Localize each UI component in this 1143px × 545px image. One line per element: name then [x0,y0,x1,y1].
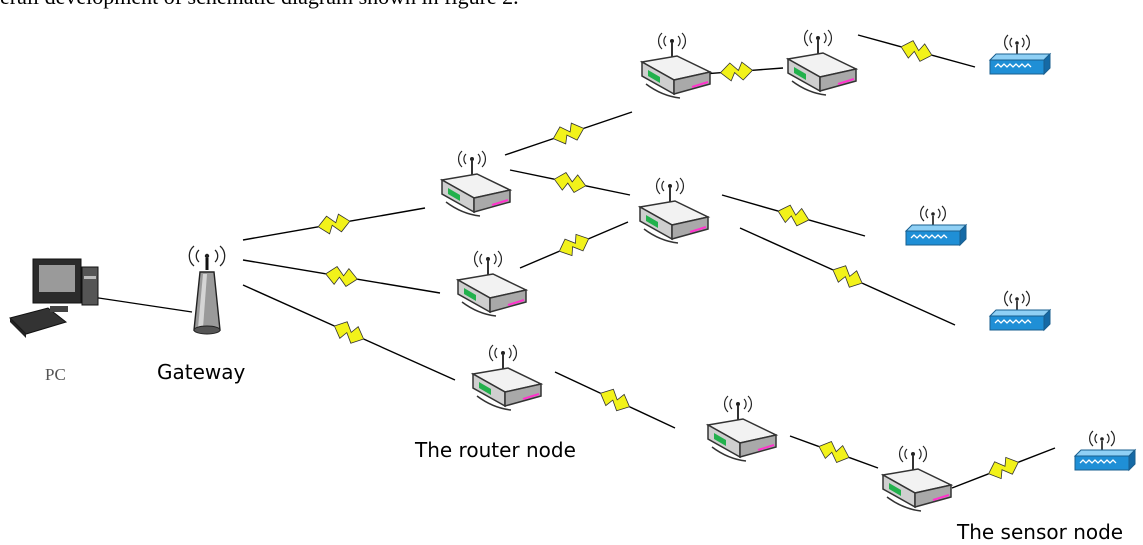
router-node-icon [639,177,709,244]
router-node-label: The router node [415,438,576,462]
wireless-bolt-icon [857,34,976,68]
gateway-label: Gateway [157,360,246,384]
wireless-bolt-icon [242,207,426,241]
wireless-bolt-icon [242,259,441,294]
wireless-bolt-icon [789,435,879,469]
wireless-bolt-icon [242,284,456,381]
pc-gateway-cable [91,296,193,313]
figure-caption: erall development of schematic diagram s… [0,0,1143,10]
sensor-node-label: The sensor node [957,520,1124,544]
pc-icon [9,258,99,338]
router-node-icon [441,150,511,217]
sensor-node-icon [905,205,967,246]
sensor-node-icon [1074,430,1136,471]
router-node-icon [707,395,777,462]
wireless-bolt-icon [689,61,784,82]
gateway-antenna-icon [188,245,226,335]
sensor-node-icon [989,34,1051,75]
sensor-node-icon [989,290,1051,331]
wireless-bolt-icon [739,227,956,326]
router-node-icon [641,32,711,99]
wireless-bolt-icon [504,111,633,156]
router-node-icon [882,445,952,512]
wireless-bolt-icon [554,371,676,429]
wireless-bolt-icon [951,447,1056,489]
router-node-icon [787,29,857,96]
wireless-bolt-icon [509,169,631,196]
router-node-icon [457,250,527,317]
wireless-links [242,34,1056,489]
wireless-bolt-icon [721,194,866,237]
router-node-icon [472,344,542,411]
wireless-bolt-icon [519,221,629,269]
pc-label: PC [45,365,66,384]
